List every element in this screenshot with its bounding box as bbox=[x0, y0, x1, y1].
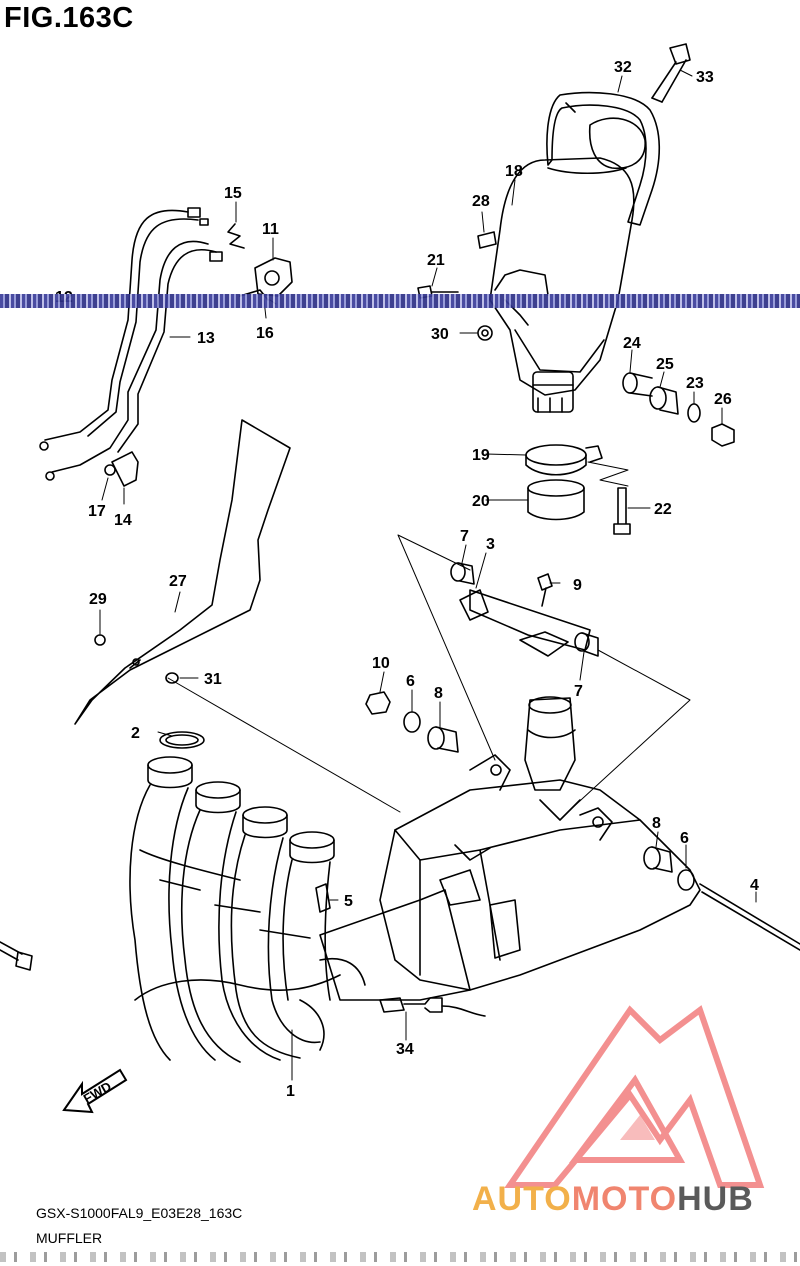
callout-2: 2 bbox=[131, 725, 140, 742]
callout-8-lower: 8 bbox=[652, 815, 661, 832]
bolt-left bbox=[0, 941, 33, 971]
callout-3: 3 bbox=[486, 536, 495, 553]
callout-1: 1 bbox=[286, 1083, 295, 1100]
washer-part-6-lower bbox=[677, 869, 695, 891]
callout-28: 28 bbox=[472, 193, 490, 210]
callout-13: 13 bbox=[197, 330, 215, 347]
callout-33: 33 bbox=[696, 69, 714, 86]
callout-20: 20 bbox=[472, 493, 490, 510]
callout-labels: 1 2 3 4 5 6 6 7 7 8 8 9 10 11 12 13 14 1… bbox=[55, 59, 759, 1100]
nut-part-26 bbox=[711, 423, 735, 447]
callout-15: 15 bbox=[224, 185, 242, 202]
heat-shield-part-27 bbox=[74, 419, 291, 725]
automotohub-logo-icon bbox=[504, 1005, 765, 1188]
grommet-part-25 bbox=[649, 386, 679, 415]
callout-26: 26 bbox=[714, 391, 732, 408]
bolt-part-22 bbox=[613, 487, 631, 535]
section-name: MUFFLER bbox=[36, 1230, 103, 1246]
callout-34: 34 bbox=[396, 1041, 414, 1058]
grommet-part-8-lower bbox=[643, 846, 673, 873]
collar-part-7-upper bbox=[450, 562, 475, 585]
callout-23: 23 bbox=[686, 375, 704, 392]
watermark-auto: AUTO bbox=[472, 1180, 572, 1218]
nut-part-17 bbox=[104, 464, 116, 476]
callout-4: 4 bbox=[750, 877, 759, 894]
figure-title: FIG.163C bbox=[4, 2, 134, 34]
bolt-part-4 bbox=[699, 883, 800, 951]
callout-31: 31 bbox=[204, 671, 222, 688]
callout-18: 18 bbox=[505, 163, 523, 180]
callout-9: 9 bbox=[573, 577, 582, 594]
gasket-part-20 bbox=[527, 479, 585, 521]
callout-7-lower: 7 bbox=[574, 683, 583, 700]
callout-25: 25 bbox=[656, 356, 674, 373]
leader-lines bbox=[99, 69, 757, 1081]
callout-11: 11 bbox=[262, 221, 279, 238]
cable-part-12 bbox=[39, 207, 209, 451]
bolt-part-9 bbox=[537, 573, 553, 607]
rubber-part-28 bbox=[477, 231, 497, 249]
collar-part-7-lower bbox=[574, 632, 599, 657]
callout-14: 14 bbox=[114, 512, 132, 529]
bolt-part-29 bbox=[94, 634, 106, 646]
grommet-part-8-upper bbox=[427, 726, 459, 753]
callout-19: 19 bbox=[472, 447, 490, 464]
clamp-part-19 bbox=[525, 444, 603, 476]
gasket-part-2 bbox=[159, 731, 205, 749]
muffler-part-18 bbox=[489, 157, 635, 413]
callout-16: 16 bbox=[256, 325, 274, 342]
callout-32: 32 bbox=[614, 59, 632, 76]
bracket-part-14 bbox=[111, 451, 139, 487]
callout-8-upper: 8 bbox=[434, 685, 443, 702]
callout-30: 30 bbox=[431, 326, 449, 343]
nut-part-31 bbox=[165, 672, 179, 684]
muffler-cover-part-32 bbox=[546, 91, 661, 226]
callout-6-lower: 6 bbox=[680, 830, 689, 847]
washer-part-23 bbox=[687, 403, 701, 423]
nut-part-10 bbox=[365, 691, 391, 715]
bolt-part-33 bbox=[651, 43, 691, 103]
callout-17: 17 bbox=[88, 503, 106, 520]
scan-artifact-band bbox=[0, 294, 800, 308]
nut-part-30 bbox=[477, 325, 493, 341]
scan-artifact-bottom bbox=[0, 1252, 800, 1262]
watermark-brand: AUTOMOTOHUB bbox=[472, 1180, 754, 1219]
callout-10: 10 bbox=[372, 655, 390, 672]
watermark-hub: HUB bbox=[677, 1180, 754, 1218]
exhaust-header-pipes bbox=[129, 731, 471, 1063]
collar-part-24 bbox=[622, 372, 653, 397]
clip-part-15 bbox=[227, 223, 245, 249]
bolt-part-5 bbox=[315, 883, 331, 913]
watermark-moto: MOTO bbox=[571, 1180, 678, 1218]
washer-part-6-upper bbox=[403, 711, 421, 733]
fwd-arrow-icon: FWD bbox=[62, 1068, 128, 1114]
callout-7-upper: 7 bbox=[460, 528, 469, 545]
callout-24: 24 bbox=[623, 335, 641, 352]
callout-5: 5 bbox=[344, 893, 353, 910]
callout-22: 22 bbox=[654, 501, 672, 518]
model-code: GSX-S1000FAL9_E03E28_163C bbox=[36, 1205, 243, 1221]
callout-21: 21 bbox=[427, 252, 445, 269]
cable-part-13 bbox=[45, 240, 223, 481]
callout-29: 29 bbox=[89, 591, 107, 608]
o2-sensor-part-34 bbox=[379, 997, 486, 1017]
callout-6-upper: 6 bbox=[406, 673, 415, 690]
bracket-part-3 bbox=[459, 589, 591, 657]
callout-27: 27 bbox=[169, 573, 187, 590]
